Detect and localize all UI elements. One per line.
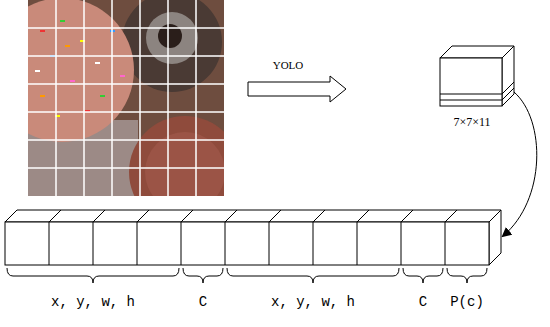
- donut-photo: [28, 0, 224, 196]
- field-label: x, y, w, h: [271, 294, 355, 310]
- field-label: P(c): [450, 294, 484, 310]
- block-arrow: [248, 76, 346, 102]
- braces: [7, 268, 487, 283]
- dimension-label: 7×7×11: [453, 114, 490, 130]
- field-label: C: [199, 294, 207, 310]
- curved-arrow: [503, 92, 537, 236]
- field-label: x, y, w, h: [51, 294, 135, 310]
- vector-cells: [5, 210, 501, 265]
- field-label: C: [419, 294, 427, 310]
- tensor-box: [440, 46, 514, 106]
- process-label: YOLO: [273, 57, 304, 73]
